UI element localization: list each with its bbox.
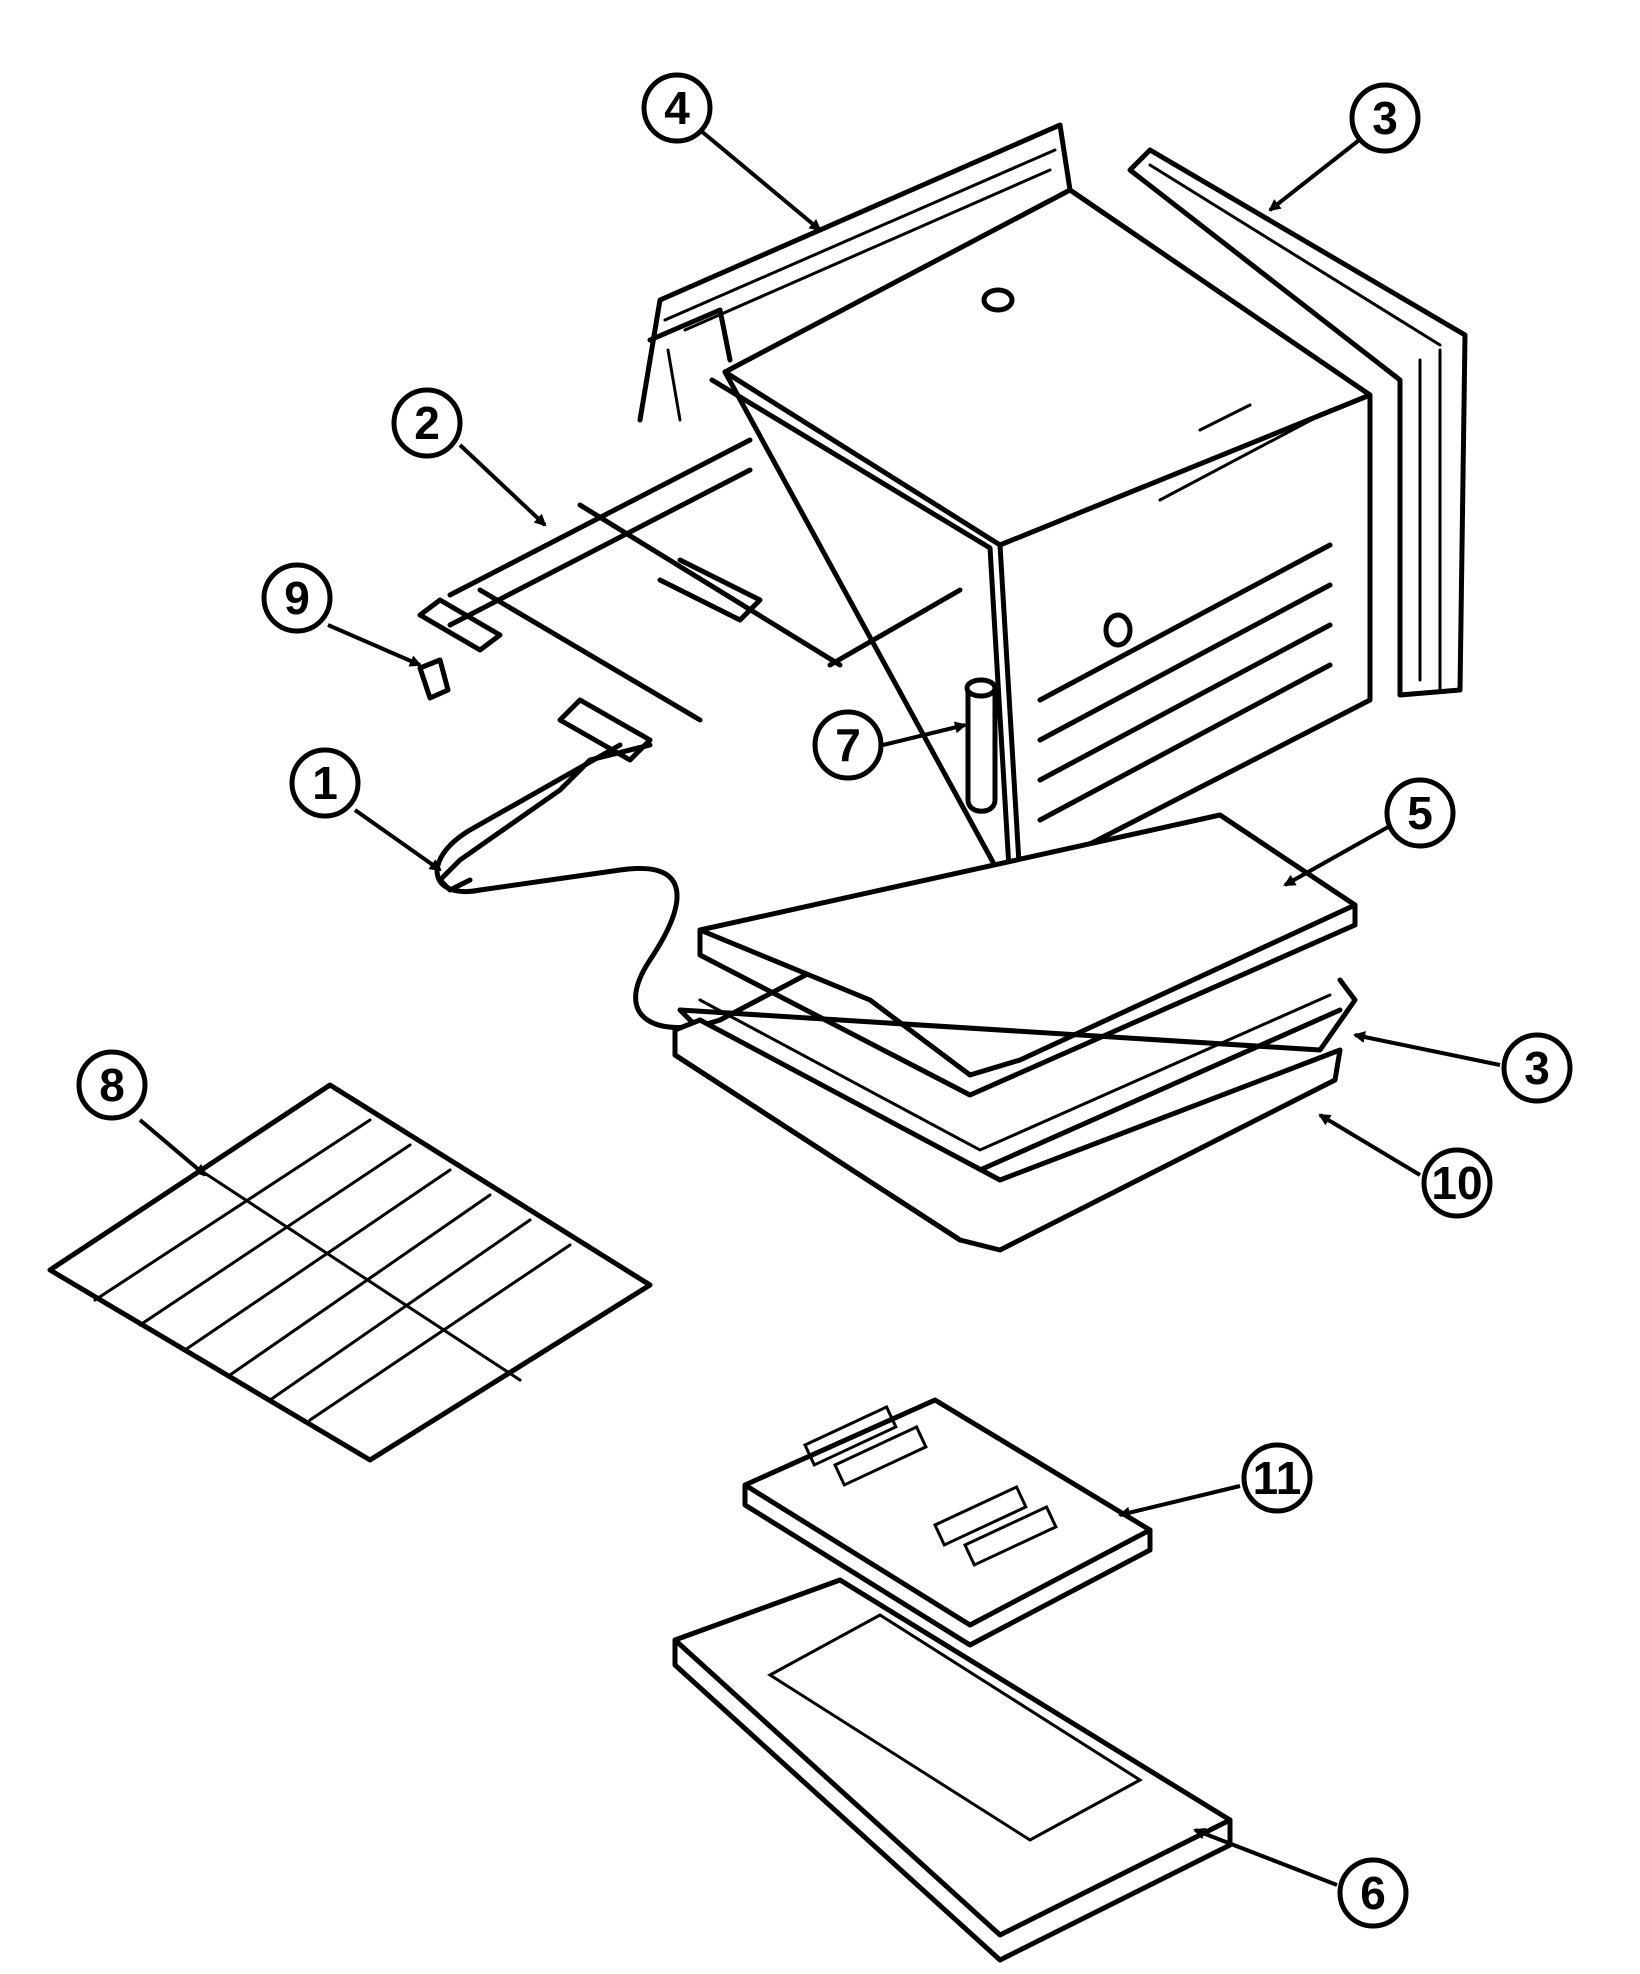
svg-text:8: 8 <box>99 1059 125 1111</box>
oven-cavity <box>709 187 1373 888</box>
broil-element <box>417 437 963 893</box>
svg-text:9: 9 <box>284 572 310 624</box>
callout-1: 1 <box>289 747 361 819</box>
svg-text:4: 4 <box>664 82 690 134</box>
callout-3-bottom: 3 <box>1501 1032 1573 1104</box>
svg-text:3: 3 <box>1372 92 1398 144</box>
svg-text:2: 2 <box>414 397 440 449</box>
svg-text:3: 3 <box>1524 1042 1550 1094</box>
svg-text:11: 11 <box>1253 1452 1302 1504</box>
insulation-side <box>1127 147 1468 698</box>
callout-10: 10 <box>1421 1147 1493 1219</box>
temperature-sensor <box>964 677 998 814</box>
callout-5: 5 <box>1384 777 1456 849</box>
callout-8: 8 <box>76 1049 148 1121</box>
svg-text:5: 5 <box>1407 787 1433 839</box>
callout-7: 7 <box>812 709 884 781</box>
callout-9: 9 <box>261 562 333 634</box>
callout-3-top: 3 <box>1349 82 1421 154</box>
callout-2: 2 <box>391 387 463 459</box>
svg-text:10: 10 <box>1431 1157 1482 1209</box>
bottom-trim <box>672 1017 1343 1253</box>
oven-bottom-panel <box>697 812 1358 1098</box>
callout-11: 11 <box>1241 1442 1313 1514</box>
insulation-top <box>637 122 1073 423</box>
svg-text:1: 1 <box>312 757 338 809</box>
broil-pan <box>672 1577 1233 1963</box>
callout-4: 4 <box>641 72 713 144</box>
svg-text:7: 7 <box>835 719 861 771</box>
callout-6: 6 <box>1337 1857 1409 1929</box>
svg-text:6: 6 <box>1360 1867 1386 1919</box>
broil-pan-insert <box>742 1397 1153 1648</box>
element-bracket <box>417 657 451 701</box>
oven-rack <box>47 1082 653 1463</box>
leader-lines <box>138 128 1501 1887</box>
